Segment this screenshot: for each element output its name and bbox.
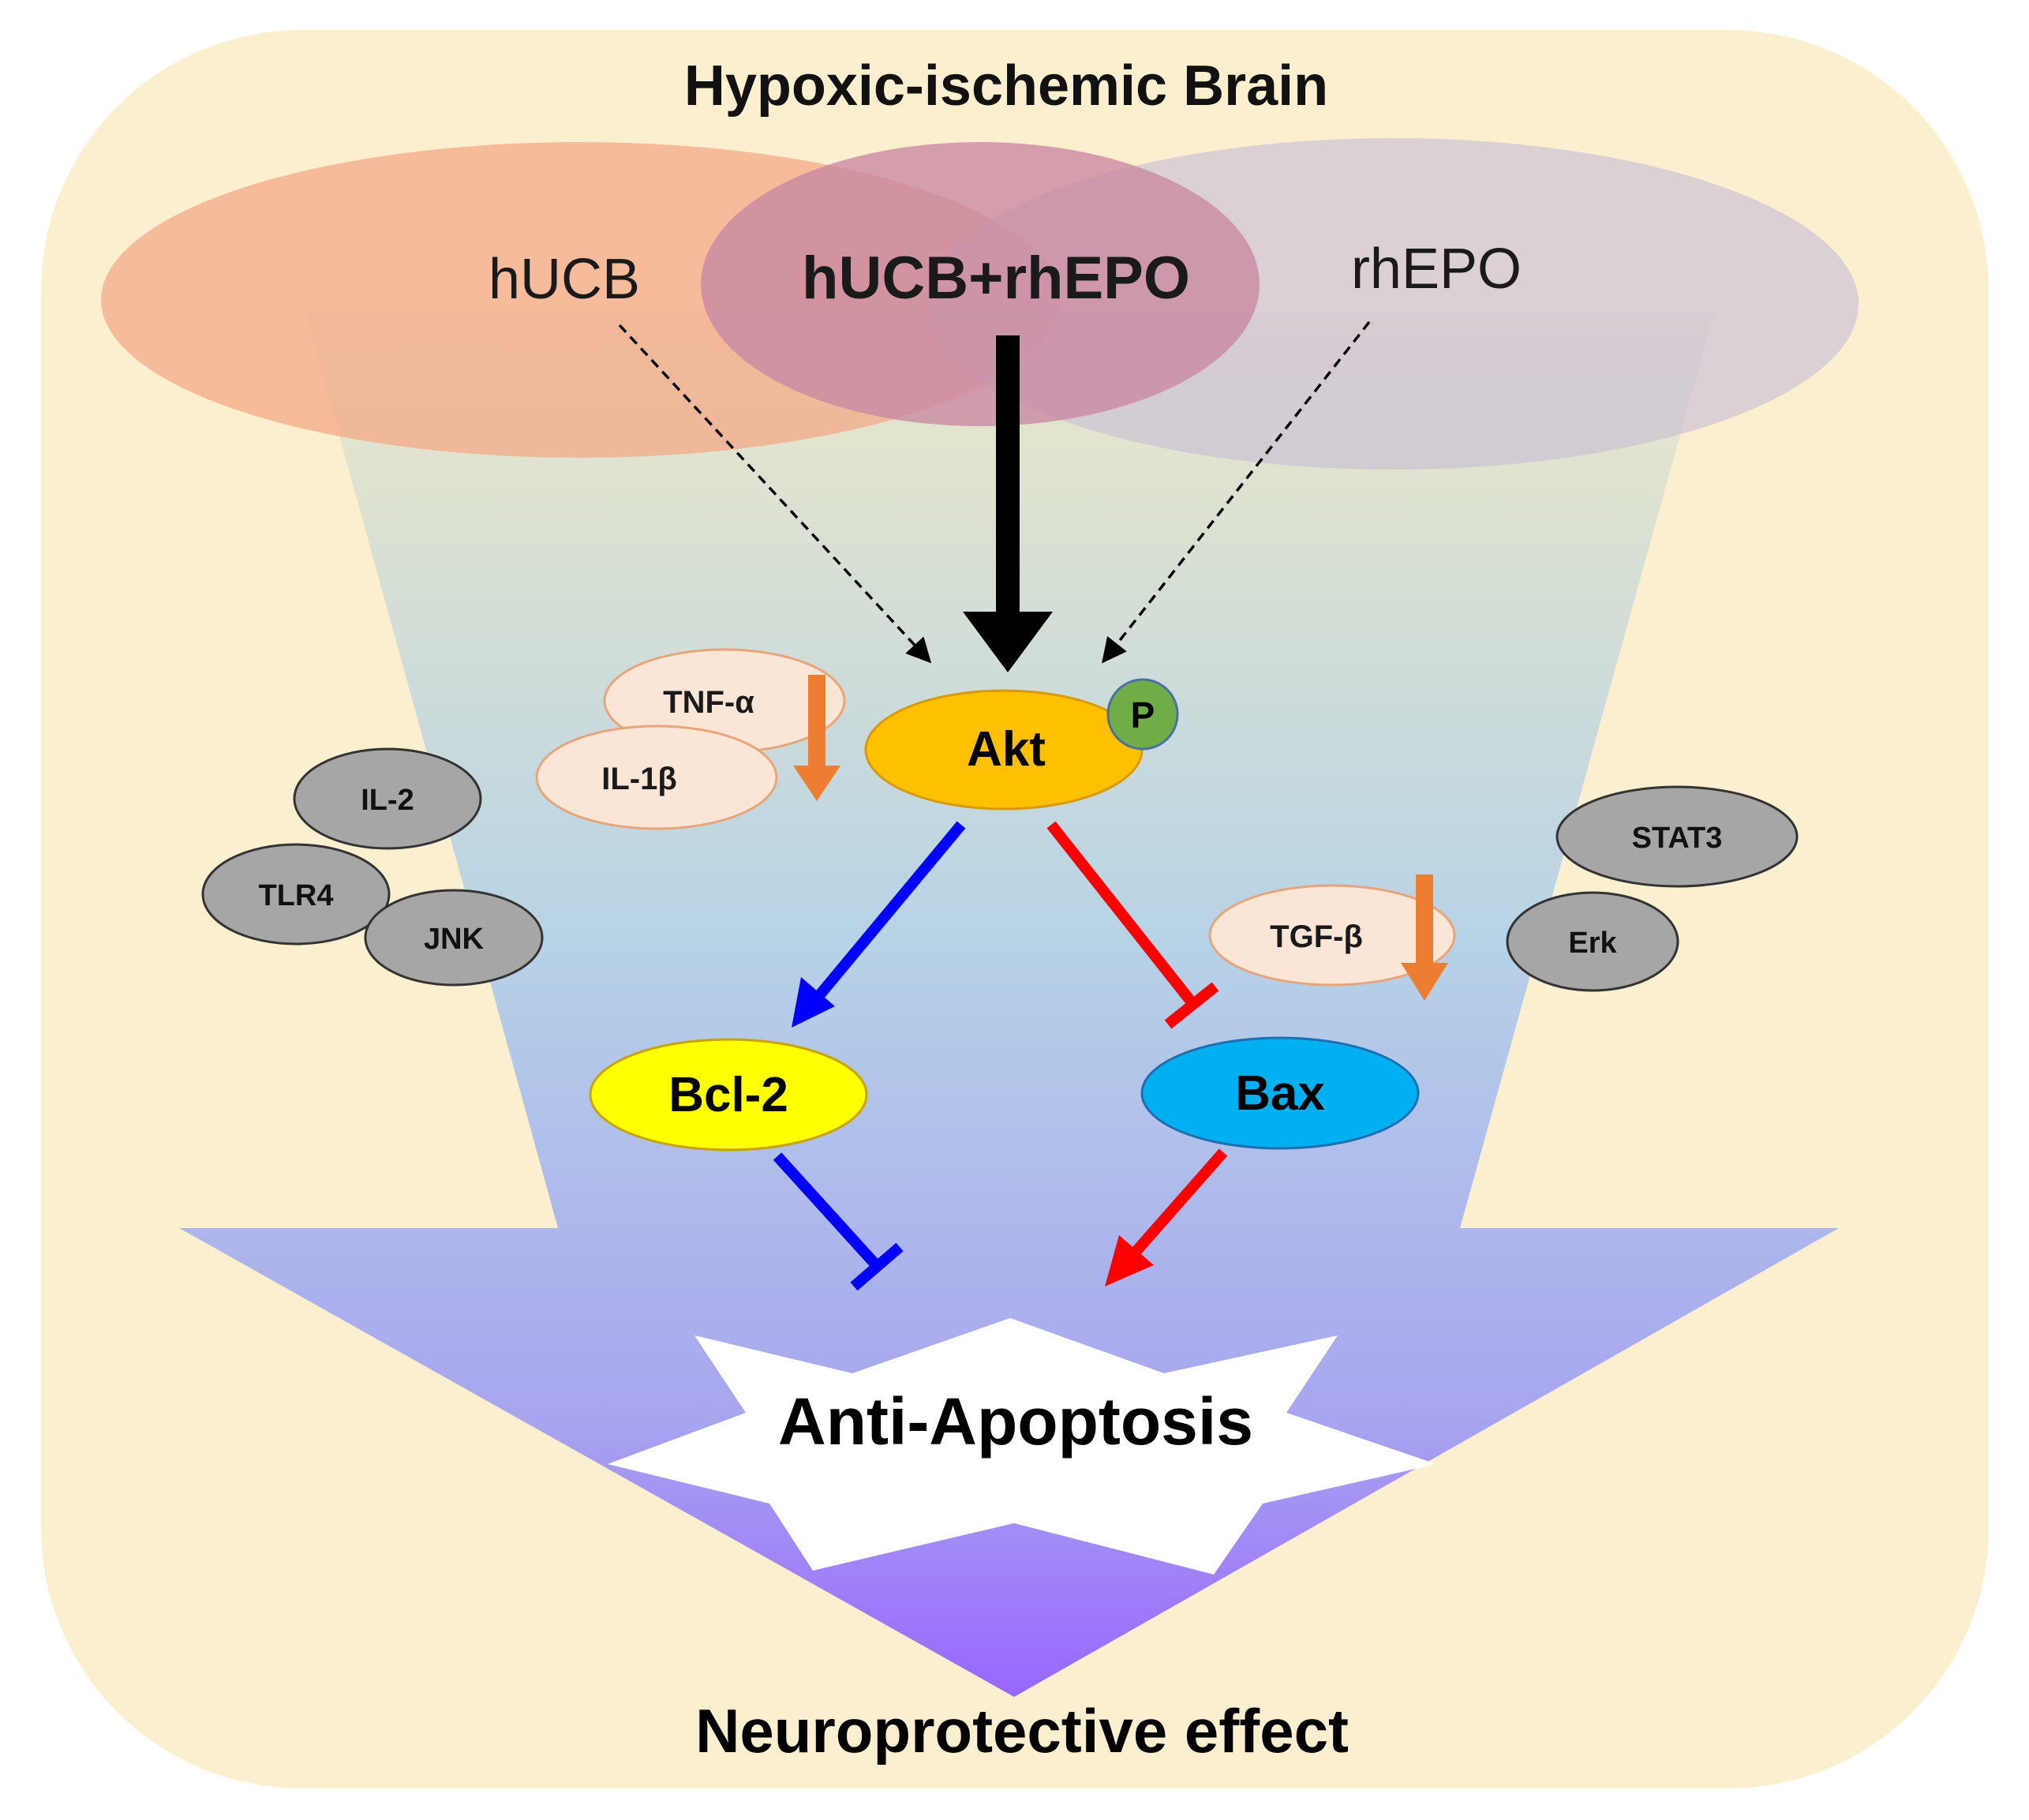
stat3-label: STAT3 (1632, 822, 1723, 855)
bax-node (1140, 1036, 1420, 1150)
bcl2-inhibits-apoptosis-line (773, 1152, 882, 1271)
anti-apoptosis-label: Anti-Apoptosis (778, 1384, 1253, 1459)
il1b-node (535, 725, 778, 830)
tlr4-marker (201, 843, 391, 946)
source-label-rhepo: rhEPO (1351, 238, 1522, 301)
jnk-marker (364, 889, 544, 987)
akt-label: Akt (967, 722, 1046, 777)
neuroprotective-effect-label: Neuroprotective effect (695, 1696, 1349, 1766)
akt-to-bcl2-arrow (812, 821, 966, 1002)
bax-to-apoptosis-arrowhead (1105, 1235, 1154, 1286)
anti-apoptosis-burst (608, 1318, 1436, 1575)
source-label-hucb: hUCB (489, 248, 640, 311)
tnf-alpha-label: TNF-α (663, 685, 754, 720)
bax-to-apoptosis-arrow (1132, 1148, 1228, 1255)
thick-arrowhead-combo (963, 612, 1053, 672)
page-title: Hypoxic-ischemic Brain (684, 54, 1328, 118)
dashed-arrow-rhepo-to-akt (1102, 320, 1371, 664)
tlr4-label: TLR4 (259, 879, 334, 912)
decrease-arrowhead-tnf-il1b (793, 766, 840, 801)
phospho-badge (1106, 678, 1179, 751)
phospho-label: P (1131, 695, 1155, 736)
bcl2-label: Bcl-2 (668, 1068, 788, 1122)
akt-inhibits-bax-line (1046, 821, 1196, 1006)
source-label-combo: hUCB+rhEPO (802, 245, 1190, 312)
erk-label: Erk (1568, 927, 1617, 960)
dashed-arrow-hucb-to-akt (618, 324, 932, 664)
akt-to-bcl2-arrowhead (792, 977, 835, 1028)
erk-marker (1506, 891, 1679, 992)
tgfb-label: TGF-β (1270, 919, 1363, 954)
combo-ellipse (701, 142, 1260, 426)
stat3-marker (1555, 785, 1799, 888)
bax-label: Bax (1235, 1066, 1325, 1121)
jnk-label: JNK (424, 923, 485, 956)
il1b-label: IL-1β (601, 762, 677, 796)
tgfb-node (1208, 884, 1456, 987)
funnel-arrow (179, 313, 1839, 1697)
il2-label: IL-2 (361, 784, 414, 817)
akt-inhibits-bax-bar (1164, 982, 1219, 1029)
il2-marker (293, 747, 482, 850)
decrease-arrowhead-tgfb (1401, 963, 1448, 1001)
bcl2-inhibits-apoptosis-bar (850, 1242, 904, 1291)
bcl2-node (589, 1038, 868, 1152)
